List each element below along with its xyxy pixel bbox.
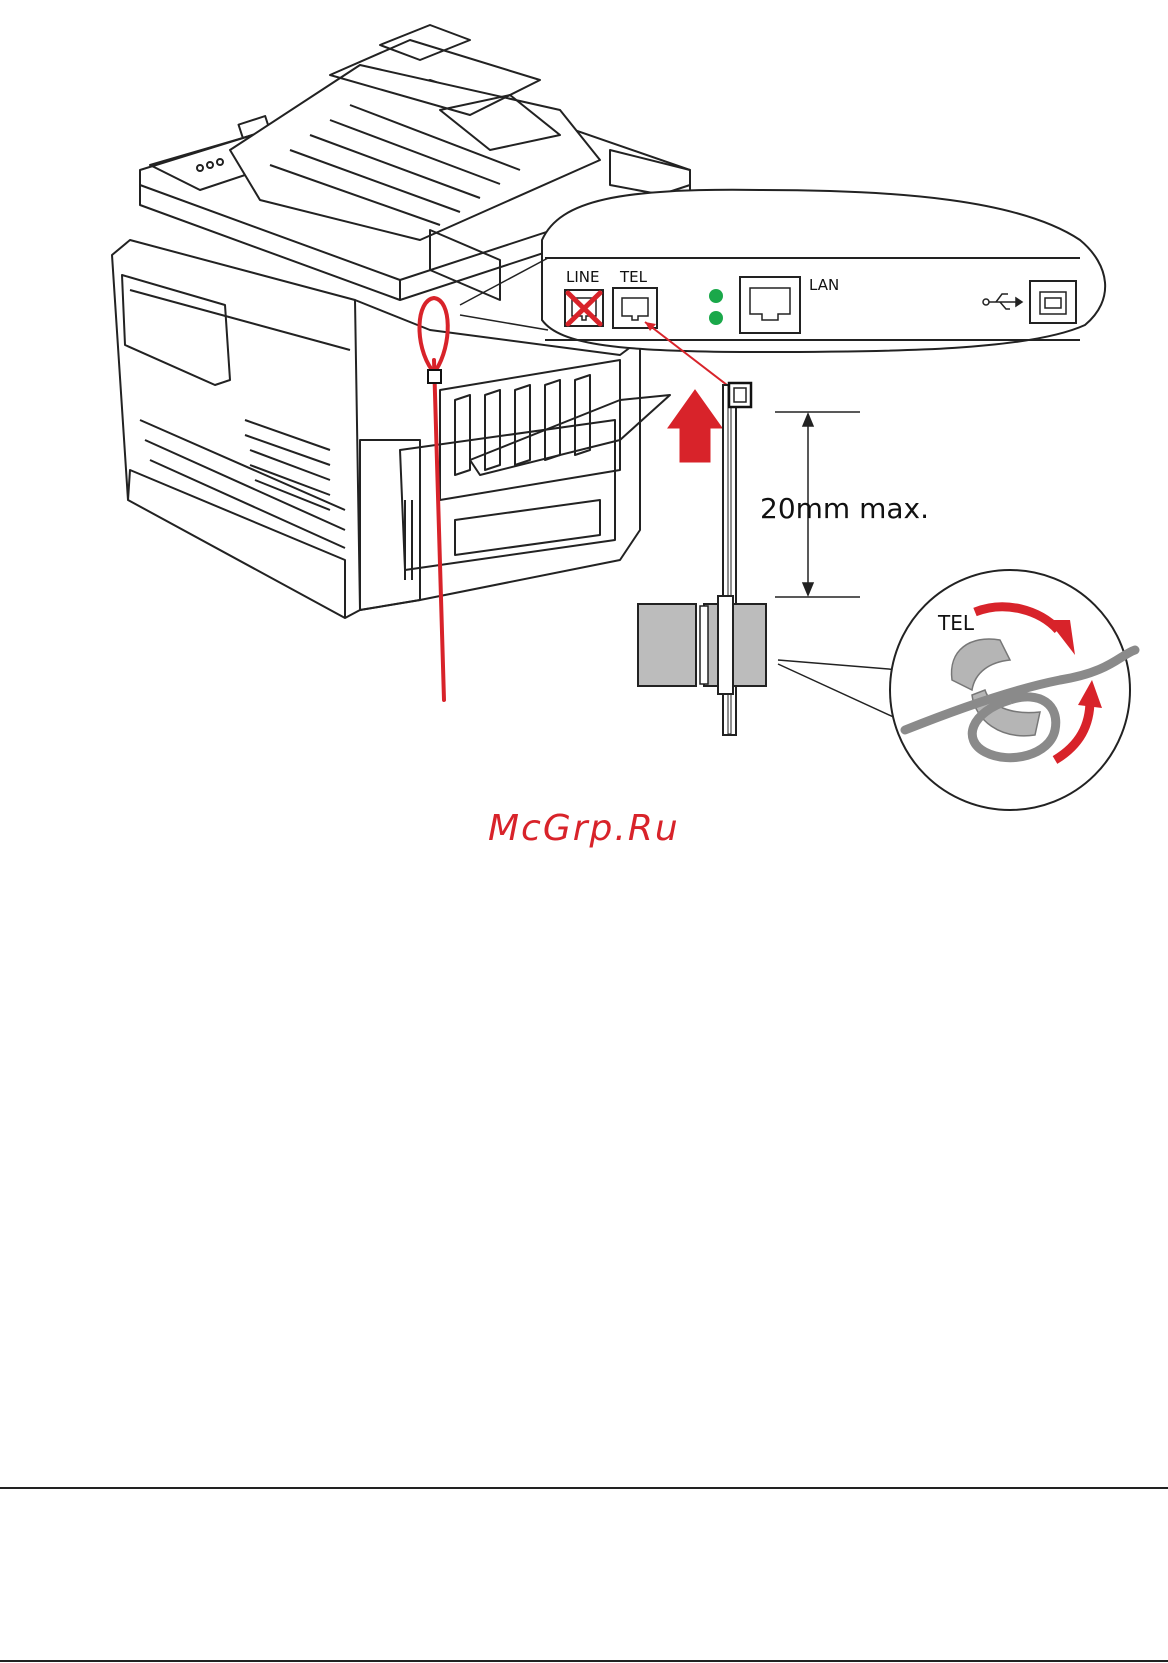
cable-tie-clip bbox=[428, 370, 441, 383]
lan-label: LAN bbox=[809, 276, 839, 294]
usb-port bbox=[1030, 281, 1076, 323]
wrap-zoom: TEL bbox=[778, 570, 1135, 810]
line-port bbox=[565, 290, 603, 326]
line-label: LINE bbox=[566, 268, 599, 286]
tel-label: TEL bbox=[619, 268, 648, 286]
watermark-text: McGrp.Ru bbox=[488, 808, 728, 849]
footer-divider-top bbox=[0, 1487, 1168, 1489]
arrow-up-icon bbox=[668, 390, 722, 462]
distance-label: 20mm max. bbox=[760, 492, 929, 525]
status-led-2 bbox=[709, 311, 723, 325]
lan-port bbox=[740, 277, 800, 333]
status-led-1 bbox=[709, 289, 723, 303]
footer-divider-bottom bbox=[0, 1660, 1168, 1662]
tel-port bbox=[613, 288, 657, 328]
ferrite-tel-label: TEL bbox=[937, 611, 975, 635]
